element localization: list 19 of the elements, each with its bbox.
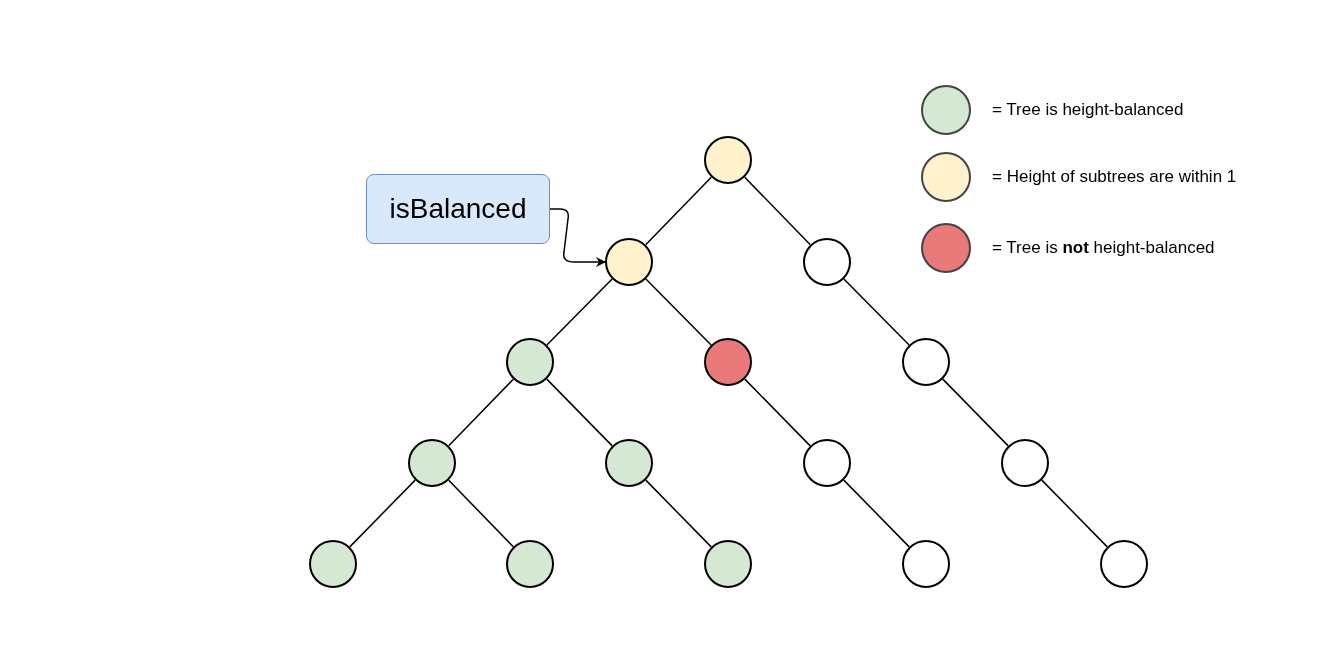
callout-box (366, 174, 550, 244)
tree-edge (744, 378, 811, 447)
tree-edge (644, 176, 713, 246)
tree-edge (843, 479, 910, 548)
arrow (549, 208, 606, 267)
tree-edge (743, 176, 812, 246)
tree-edge (546, 378, 613, 447)
legend-text: = Height of subtrees are within 1 (992, 168, 1237, 185)
tree-edge (1041, 479, 1108, 548)
tree-edge (843, 278, 910, 346)
callout-text: isBalanced (389, 192, 527, 226)
tree-edge (645, 479, 712, 548)
tree-edge (942, 378, 1009, 447)
legend-text: = Tree is not height-balanced (992, 239, 1215, 256)
tree-edge (546, 278, 613, 346)
tree-edge (645, 278, 712, 346)
tree-edge (349, 479, 416, 548)
tree-edge (447, 378, 515, 447)
legend-text: = Tree is height-balanced (992, 101, 1184, 118)
